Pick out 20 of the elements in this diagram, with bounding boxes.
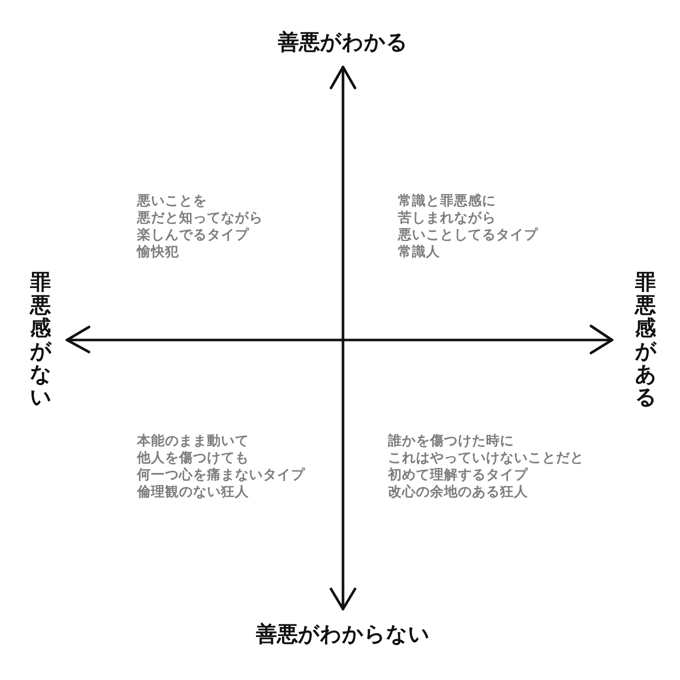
axis-label: 罪悪感がない xyxy=(30,271,51,410)
axis-label: 善悪がわからない xyxy=(256,622,430,648)
quadrant-text: 愉快犯 xyxy=(137,244,179,260)
quadrant-text: 初めて理解するタイプ xyxy=(388,467,528,484)
quadrant-text: 常識と罪悪感に xyxy=(398,193,496,210)
quadrant-text: 何一つ心を痛まないタイプ xyxy=(137,467,305,484)
quadrant-text: 誰かを傷つけた時に xyxy=(388,433,514,450)
quadrant-text: 改心の余地のある狂人 xyxy=(388,484,528,500)
quadrant-text: これはやっていけないことだと xyxy=(388,450,584,466)
quadrant-text: 苦しまれながら xyxy=(398,210,496,226)
quadrant-text: 悪いことしてるタイプ xyxy=(398,227,538,244)
quadrant-text: 楽しんでるタイプ xyxy=(137,227,249,244)
quadrant-text: 悪いことを xyxy=(137,193,207,210)
quadrant-text: 本能のまま動いて xyxy=(137,433,249,450)
quadrant-text: 倫理観のない狂人 xyxy=(137,484,249,500)
axis-label: 罪悪感がある xyxy=(635,271,656,410)
axis-label: 善悪がわかる xyxy=(278,30,408,56)
quadrant-text: 他人を傷つけても xyxy=(137,450,249,466)
quadrant-text: 常識人 xyxy=(398,244,440,260)
quadrant-text: 悪だと知ってながら xyxy=(137,210,263,226)
